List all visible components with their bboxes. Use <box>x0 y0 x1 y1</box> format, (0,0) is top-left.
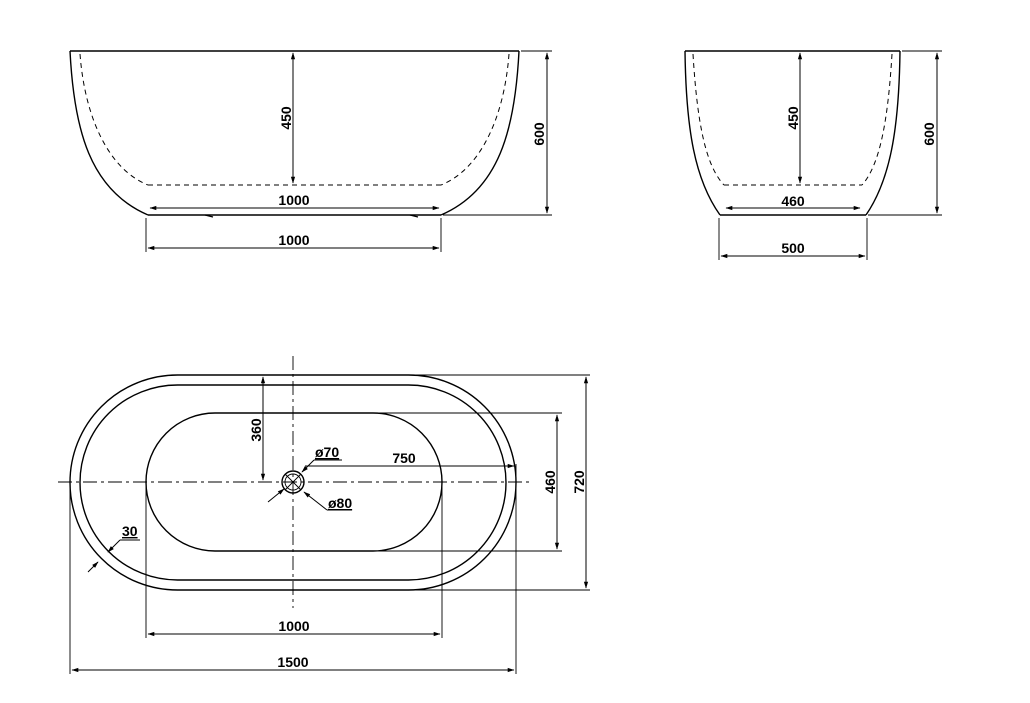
front-height-dimension: 600 <box>443 50 552 216</box>
side-depth-label: 450 <box>785 106 801 130</box>
front-depth-dimension: 450 <box>278 52 296 184</box>
side-base-width-dimension: 500 <box>718 218 868 260</box>
side-height-label: 600 <box>921 122 937 146</box>
drain-inner-diameter-label: ø70 <box>315 444 339 460</box>
drain-outer-diameter-callout: ø80 <box>303 491 352 511</box>
top-inner-length-dimension: 1000 <box>145 485 443 638</box>
overall-length-dimension: 1500 <box>69 485 517 674</box>
overall-length-label: 1500 <box>277 654 308 670</box>
drain-outer-diameter-label: ø80 <box>328 495 352 511</box>
inner-width-dimension: 460 <box>375 412 562 552</box>
drain <box>281 470 305 494</box>
top-view-centerlines <box>58 356 530 608</box>
half-length-dimension: 750 <box>305 450 517 482</box>
top-inner-length-label: 1000 <box>278 618 309 634</box>
side-inner-width-label: 460 <box>781 193 805 209</box>
front-view-outline <box>69 50 520 218</box>
center-to-edge-label: 360 <box>248 418 264 442</box>
front-depth-label: 450 <box>278 106 294 130</box>
rim-thickness-dimension: 30 <box>87 523 140 573</box>
front-inner-length-label: 1000 <box>278 192 309 208</box>
side-height-dimension: 600 <box>868 50 942 216</box>
inner-width-label: 460 <box>542 470 558 494</box>
center-to-edge-dimension: 360 <box>248 376 266 481</box>
side-view-outline <box>684 50 901 216</box>
side-view: 450 600 460 500 <box>684 50 942 260</box>
side-inner-width-dimension: 460 <box>725 193 861 211</box>
top-view: 360 ø70 ø80 750 460 720 <box>58 356 590 674</box>
half-length-label: 750 <box>392 450 416 466</box>
overall-width-dimension: 720 <box>410 374 590 591</box>
front-base-length-dimension: 1000 <box>145 218 442 252</box>
side-base-width-label: 500 <box>781 240 805 256</box>
overall-width-label: 720 <box>571 470 587 494</box>
side-depth-dimension: 450 <box>785 52 803 184</box>
front-view: 450 600 1000 1000 <box>69 50 552 252</box>
drain-inner-diameter-callout: ø70 <box>267 444 342 503</box>
rim-thickness-label: 30 <box>122 523 138 539</box>
front-inner-length-dimension: 1000 <box>149 192 440 211</box>
front-height-label: 600 <box>531 122 547 146</box>
front-base-length-label: 1000 <box>278 232 309 248</box>
